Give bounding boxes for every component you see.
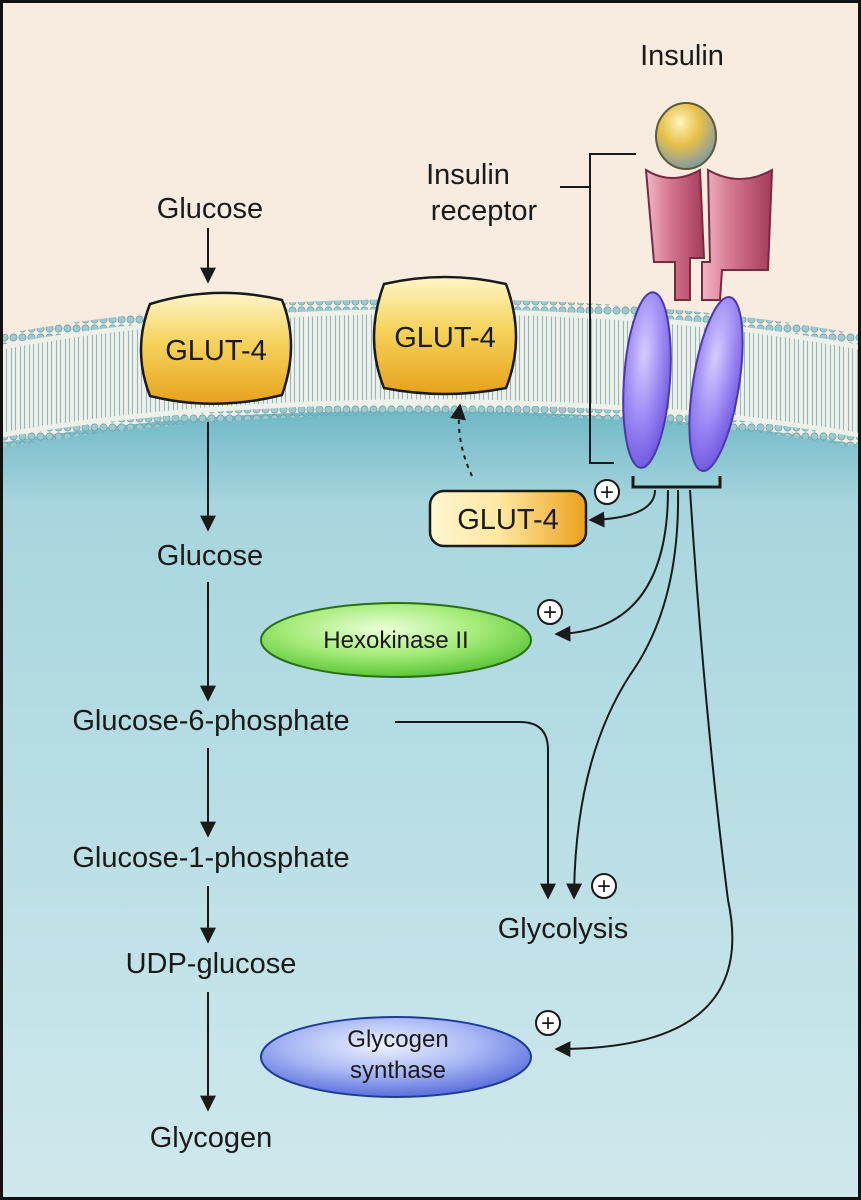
udp-glucose-label: UDP-glucose (126, 948, 297, 980)
plus-marker-glycogen-synthase: + (535, 1010, 561, 1037)
glut4-membrane-left-label: GLUT-4 (165, 335, 267, 367)
arrow-signal-to-glycolysis (566, 489, 680, 900)
insulin-receptor-label-line2: receptor (431, 195, 538, 227)
arrow-translocation-dashed (450, 403, 473, 477)
arrow-g6p-to-glycolysis (395, 721, 556, 900)
plus-marker-glycolysis: + (591, 873, 617, 900)
insulin-molecule (655, 102, 717, 170)
cytoplasm (0, 410, 861, 1200)
svg-text:+: + (541, 1010, 555, 1037)
arrow-signal-to-glycogen-synthase (554, 489, 734, 1058)
glycogen-synthase-ellipse (260, 1016, 532, 1098)
glycolysis-label: Glycolysis (498, 913, 629, 945)
svg-text:+: + (597, 873, 611, 900)
insulin-receptor-beta-subunits (622, 291, 744, 472)
arrow-signal-to-glut4 (588, 489, 656, 528)
glucose-6-phosphate-label: Glucose-6-phosphate (72, 705, 349, 737)
glut4-vesicle-label: GLUT-4 (457, 504, 559, 536)
glycogen-label: Glycogen (150, 1122, 273, 1154)
glucose-extracellular-label: Glucose (157, 193, 263, 225)
glycogen-synthase-label-line1: Glycogen (347, 1026, 448, 1053)
hexokinase-ellipse (260, 602, 532, 678)
plus-marker-hexokinase: + (537, 599, 563, 626)
insulin-receptor-alpha-subunits (644, 168, 774, 301)
receptor-bracket (589, 153, 636, 464)
arrow-signal-to-hexokinase (554, 489, 669, 642)
glut4-membrane-right (372, 275, 518, 396)
glucose-1-phosphate-label: Glucose-1-phosphate (72, 842, 349, 874)
glut4-vesicle (428, 489, 588, 548)
glucose-intracellular-label: Glucose (157, 540, 263, 572)
svg-text:+: + (543, 599, 557, 626)
glut4-membrane-right-label: GLUT-4 (394, 322, 496, 354)
insulin-receptor-label-line1: Insulin (426, 159, 510, 191)
signal-bracket (631, 476, 722, 489)
svg-text:+: + (600, 479, 614, 506)
plus-marker-glut4: + (594, 479, 620, 506)
glycogen-synthase-label-line2: synthase (350, 1057, 446, 1084)
insulin-label: Insulin (640, 40, 724, 72)
glut4-membrane-left (139, 291, 293, 405)
hexokinase-label: Hexokinase II (323, 627, 468, 654)
